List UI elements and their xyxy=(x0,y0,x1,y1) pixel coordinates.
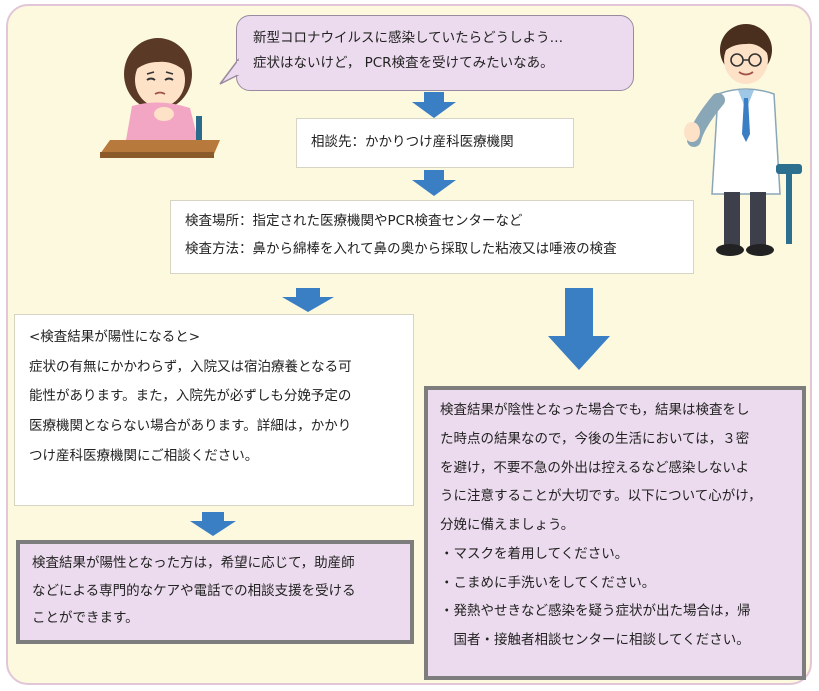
exam-info-box: 検査場所：指定された医療機関やPCR検査センターなど 検査方法：鼻から綿棒を入れ… xyxy=(170,200,694,274)
consult-text: 相談先：かかりつけ産科医療機関 xyxy=(311,134,514,150)
negative-line: うに注意することが大切です。以下について心がけ， xyxy=(440,488,762,505)
down-arrow-icon xyxy=(412,170,456,196)
speech-bubble-tail xyxy=(219,58,242,85)
positive-line: 症状の有無にかかわらず，入院又は宿泊療養となる可 xyxy=(29,358,352,375)
consult-box: 相談先：かかりつけ産科医療機関 xyxy=(296,118,574,168)
negative-result-box: 検査結果が陰性となった場合でも，結果は検査をし た時点の結果なので，今後の生活に… xyxy=(424,386,806,680)
positive-line: 医療機関とならない場合があります。詳細は，かかり xyxy=(29,418,352,435)
negative-line: を避け，不要不急の外出は控えるなど感染しないよ xyxy=(440,459,750,476)
down-arrow-icon xyxy=(282,288,334,312)
pregnant-woman-illustration xyxy=(100,38,220,158)
negative-bullet: ・こまめに手洗いをしてください。 xyxy=(440,574,656,591)
exam-method: 検査方法：鼻から綿棒を入れて鼻の奥から採取した粘液又は唾液の検査 xyxy=(185,241,617,258)
support-line: ことができます。 xyxy=(32,610,139,627)
positive-result-box: <検査結果が陽性になると> 症状の有無にかかわらず，入院又は宿泊療養となる可 能… xyxy=(14,314,414,506)
down-arrow-icon xyxy=(190,512,236,536)
speech-line-1: 新型コロナウイルスに感染していたらどうしよう… xyxy=(253,30,564,46)
negative-bullet: ・発熱やせきなど感染を疑う症状が出た場合は，帰 xyxy=(440,603,751,620)
positive-heading: <検査結果が陽性になると> xyxy=(29,329,201,345)
negative-bullet: ・マスクを着用してください。 xyxy=(440,545,629,562)
speech-line-2: 症状はないけど， PCR検査を受けてみたいなあ。 xyxy=(253,54,554,71)
support-line: などによる専門的なケアや電話での相談支援を受ける xyxy=(32,582,356,599)
exam-place: 検査場所：指定された医療機関やPCR検査センターなど xyxy=(185,213,523,229)
speech-bubble: 新型コロナウイルスに感染していたらどうしよう… 症状はないけど， PCR検査を受… xyxy=(236,15,634,91)
positive-line: 能性があります。また，入院先が必ずしも分娩予定の xyxy=(29,388,352,405)
doctor-illustration xyxy=(684,24,802,256)
support-line: 検査結果が陽性となった方は，希望に応じて，助産師 xyxy=(32,555,355,571)
negative-bullet: 国者・接触者相談センターに相談してください。 xyxy=(440,632,750,648)
negative-line: た時点の結果なので，今後の生活においては，３密 xyxy=(440,430,750,447)
down-arrow-icon xyxy=(412,92,456,118)
down-arrow-icon xyxy=(548,288,610,370)
negative-line: 検査結果が陰性となった場合でも，結果は検査をし xyxy=(440,402,750,418)
negative-line: 分娩に備えましょう。 xyxy=(440,517,575,533)
support-info-box: 検査結果が陽性となった方は，希望に応じて，助産師 などによる専門的なケアや電話で… xyxy=(16,540,414,644)
positive-line: つけ産科医療機関にご相談ください。 xyxy=(29,447,259,464)
